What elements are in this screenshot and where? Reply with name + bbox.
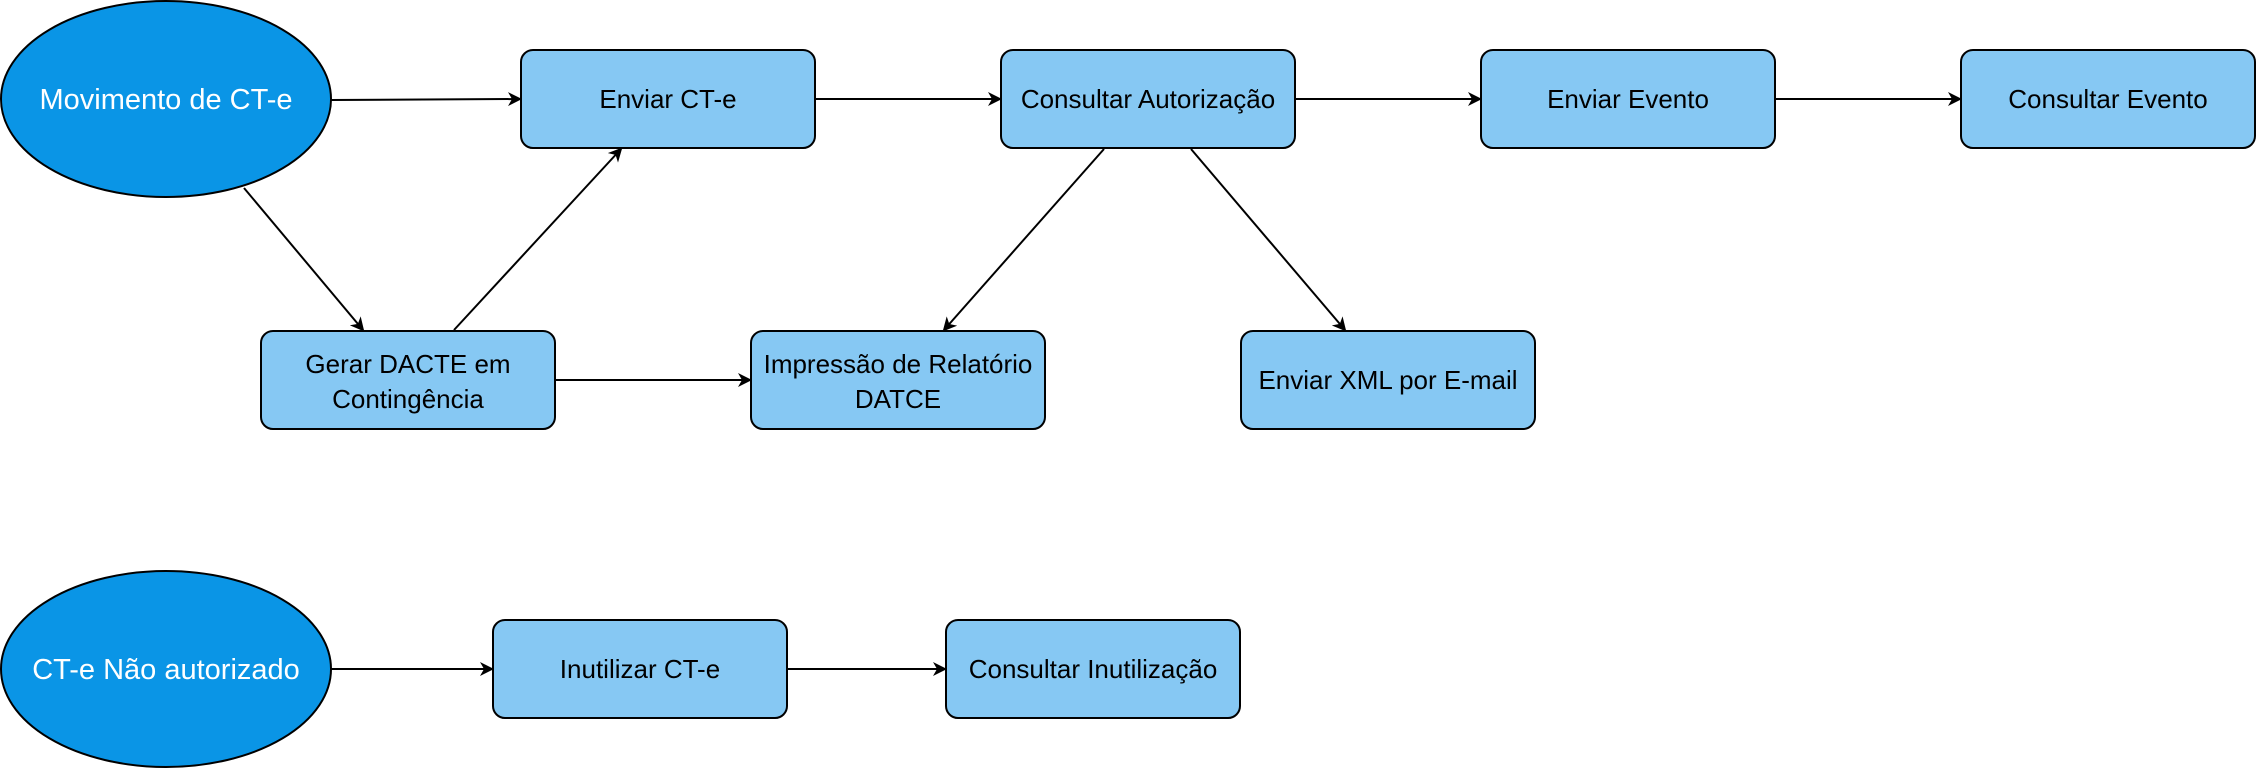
node-label: Enviar Evento xyxy=(1547,84,1709,114)
node-consultar-inutilizacao: Consultar Inutilização xyxy=(945,619,1241,719)
node-label-line2: Contingência xyxy=(332,384,484,414)
node-impressao: Impressão de Relatório DATCE xyxy=(750,330,1046,430)
process-box xyxy=(1000,49,1296,149)
node-enviar-xml: Enviar XML por E-mail xyxy=(1240,330,1536,430)
process-box xyxy=(520,49,816,149)
node-label: Enviar CT-e xyxy=(599,84,736,114)
edges xyxy=(243,92,1962,676)
edge-consultar-autorizacao-to-enviar-xml xyxy=(1190,148,1347,332)
node-movimento: Movimento de CT-e xyxy=(0,0,332,198)
node-consultar-autorizacao: Consultar Autorização xyxy=(1000,49,1296,149)
process-box xyxy=(945,619,1241,719)
process-box xyxy=(492,619,788,719)
edge-gerar-dacte-to-enviar-cte xyxy=(453,147,623,331)
node-label: Consultar Autorização xyxy=(1021,84,1275,114)
node-enviar-evento: Enviar Evento xyxy=(1480,49,1776,149)
process-box xyxy=(1240,330,1536,430)
edge-movimento-to-enviar-cte xyxy=(330,92,522,107)
process-box xyxy=(1960,49,2256,149)
node-label: Consultar Inutilização xyxy=(969,654,1218,684)
node-enviar-cte: Enviar CT-e xyxy=(520,49,816,149)
node-gerar-dacte: Gerar DACTE em Contingência xyxy=(260,330,556,430)
node-label: Inutilizar CT-e xyxy=(560,654,720,684)
node-label-line2: DATCE xyxy=(855,384,941,414)
edge-consultar-autorizacao-to-impressao xyxy=(942,148,1105,332)
node-label: Movimento de CT-e xyxy=(39,84,292,116)
node-label: CT-e Não autorizado xyxy=(32,654,300,686)
process-box xyxy=(750,330,1046,430)
node-consultar-evento: Consultar Evento xyxy=(1960,49,2256,149)
node-label: Enviar XML por E-mail xyxy=(1258,365,1517,395)
node-inutilizar: Inutilizar CT-e xyxy=(492,619,788,719)
process-box xyxy=(1480,49,1776,149)
process-box xyxy=(260,330,556,430)
start-ellipse xyxy=(0,0,332,198)
start-ellipse xyxy=(0,570,332,768)
node-nao-autorizado: CT-e Não autorizado xyxy=(0,570,332,768)
node-label: Consultar Evento xyxy=(2008,84,2207,114)
edge-movimento-to-gerar-dacte xyxy=(243,187,365,332)
node-label-line1: Impressão de Relatório xyxy=(764,349,1033,379)
node-label-line1: Gerar DACTE em xyxy=(305,349,510,379)
